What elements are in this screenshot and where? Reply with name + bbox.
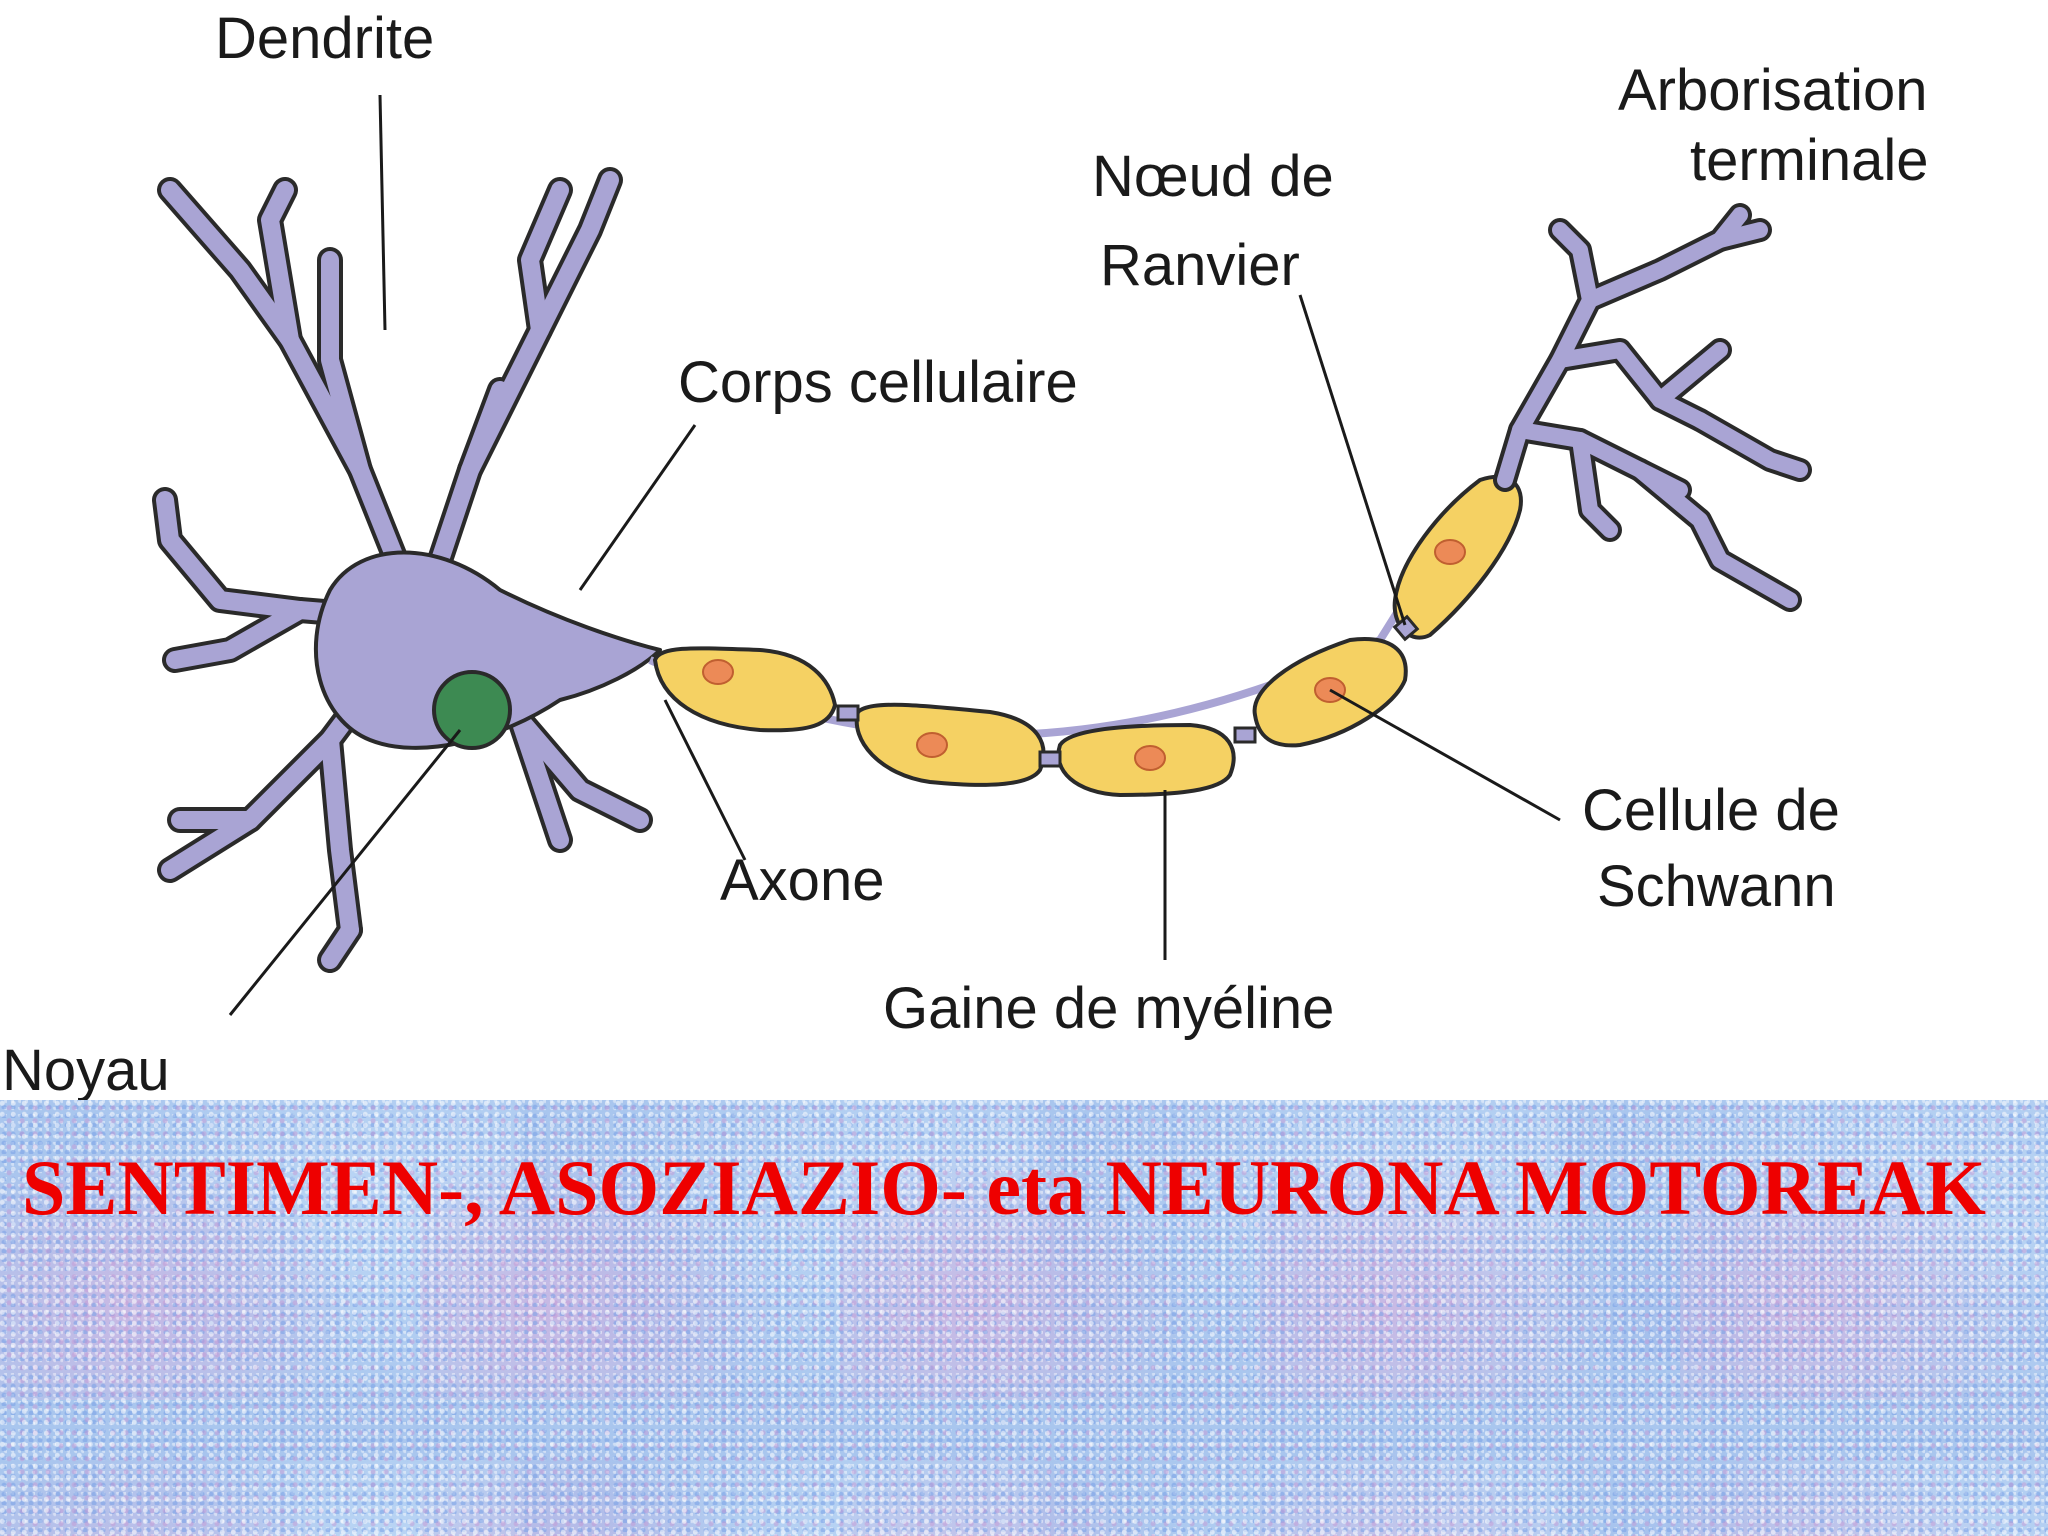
neuron-cell-body <box>152 167 662 973</box>
ranvier-nodes <box>836 614 1420 768</box>
labels: Dendrite Arborisation terminale Nœud de … <box>2 6 1929 1100</box>
label-axone: Axone <box>720 848 884 913</box>
label-noeud-line1: Nœud de <box>1092 144 1334 209</box>
label-dendrite: Dendrite <box>215 6 434 71</box>
leader-lines <box>228 94 1561 1016</box>
leader-noyau <box>228 729 462 1016</box>
label-cellule-line2: Schwann <box>1597 854 1836 919</box>
neuron-illustration: Dendrite Arborisation terminale Nœud de … <box>2 6 1929 1100</box>
label-gaine-myeline: Gaine de myéline <box>883 976 1334 1041</box>
leader-corps <box>578 424 697 591</box>
leader-axone <box>663 699 747 861</box>
schwann-cell-1 <box>652 646 838 733</box>
label-cellule-line1: Cellule de <box>1582 778 1840 843</box>
terminal-arborisation <box>1493 203 1812 612</box>
slide-title: SENTIMEN-, ASOZIAZIO- eta NEURONA MOTORE… <box>22 1144 1986 1231</box>
schwann-cell-2 <box>854 702 1046 787</box>
label-noeud-line2: Ranvier <box>1100 233 1300 298</box>
nucleus <box>432 670 512 750</box>
label-noyau: Noyau <box>2 1038 170 1100</box>
leader-noeud <box>1298 294 1407 626</box>
leader-cellule <box>1329 688 1561 822</box>
label-corps-cellulaire: Corps cellulaire <box>678 350 1078 415</box>
leader-dendrite <box>378 94 387 331</box>
footer-banner: SENTIMEN-, ASOZIAZIO- eta NEURONA MOTORE… <box>0 1100 2048 1536</box>
label-arborisation-line1: Arborisation <box>1618 58 1927 123</box>
myelin-sheath <box>652 474 1523 798</box>
label-arborisation-line2: terminale <box>1690 128 1929 193</box>
neuron-diagram: Dendrite Arborisation terminale Nœud de … <box>2 6 1929 1100</box>
